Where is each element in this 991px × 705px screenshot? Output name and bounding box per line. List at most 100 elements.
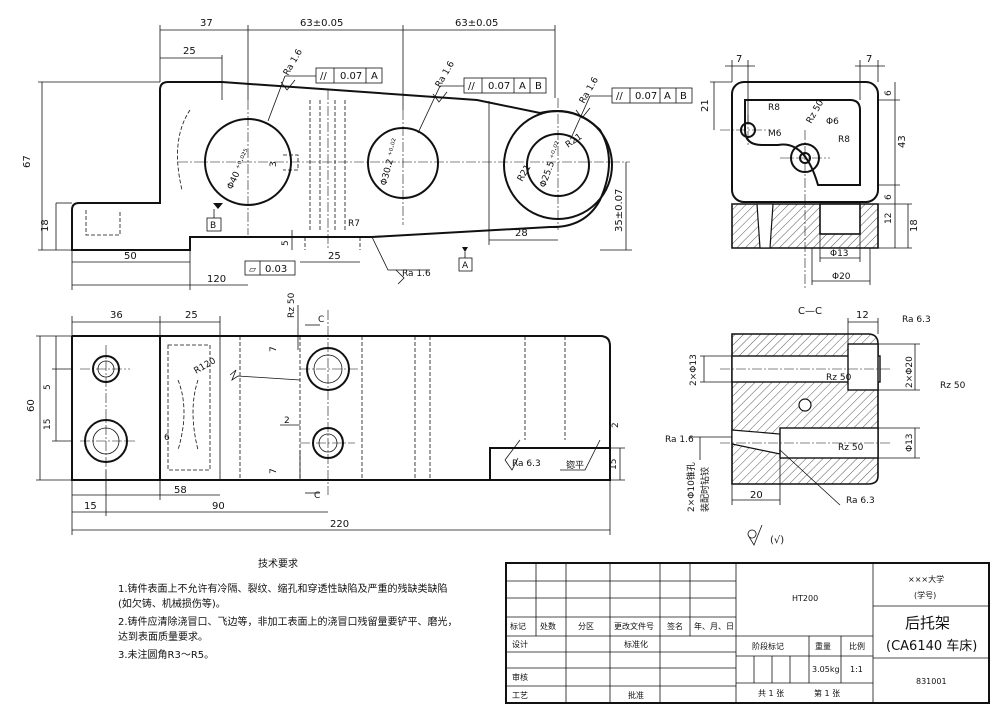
- tb-sheets: 共 1 张: [758, 689, 784, 698]
- ra-3: Ra 1.6: [578, 75, 601, 105]
- front-dim-lines: [38, 25, 632, 290]
- top-dim-lines: [36, 305, 625, 535]
- top-dim-2b: 2: [611, 422, 621, 428]
- top-dim-2: 2: [284, 416, 290, 426]
- top-dim-36: 36: [110, 310, 123, 321]
- svg-text:A: A: [664, 91, 671, 102]
- section-taper-note2: 装配时钻铰: [699, 467, 711, 512]
- tb-sheet-no: 第 1 张: [814, 688, 840, 698]
- ra-2: Ra 1.6: [434, 59, 457, 89]
- top-dim-7a: 7: [269, 346, 279, 352]
- technical-notes: 技术要求 1.铸件表面上不允许有冷隔、裂纹、缩孔和穿透性缺陷及严重的残缺类缺陷 …: [118, 557, 458, 661]
- dim-18: 18: [40, 219, 51, 232]
- side-dim-21: 21: [700, 99, 711, 112]
- tb-school: ×××大学: [908, 574, 944, 584]
- top-dim-25: 25: [185, 310, 198, 321]
- top-hidden-lines: [239, 336, 566, 480]
- top-rz50: Rz 50: [287, 292, 297, 318]
- tb-part-name: 后托架: [905, 614, 950, 632]
- tb-col-count: 处数: [540, 621, 556, 631]
- dim-63a: 63±0.05: [300, 18, 343, 29]
- tb-scale-val: 1:1: [850, 665, 863, 674]
- dim-5: 5: [281, 240, 291, 246]
- top-hidden-curves: [177, 379, 199, 451]
- tolerance-frame-1: // 0.07 A: [267, 67, 383, 122]
- side-m6: M6: [768, 129, 782, 139]
- general-roughness-symbol: [747, 524, 763, 546]
- tolerance-frame-3: // 0.07 A B: [571, 87, 693, 137]
- top-dim-90: 90: [212, 501, 225, 512]
- tb-drawing-no: 831001: [916, 677, 947, 686]
- note-line-2: (如欠铸、机械损伤等)。: [118, 597, 226, 610]
- svg-text:A: A: [462, 261, 469, 271]
- tb-school-sub: (学号): [914, 590, 936, 600]
- top-dim-6: 6: [164, 433, 170, 443]
- bore-label-3: Φ25.5 ⁺⁰·⁰²: [538, 140, 564, 189]
- note-line-3: 2.铸件应清除浇冒口、飞边等，非加工表面上的浇冒口残留量要铲平、磨光，: [118, 615, 458, 628]
- tb-weight-val: 3.05kg: [812, 665, 840, 674]
- section-ra63b: Ra 6.3: [846, 496, 875, 506]
- tb-check: 审核: [512, 672, 528, 682]
- front-view: 37 63±0.05 63±0.05 25 67 18 50 120 25 28…: [22, 18, 693, 290]
- datum-b: B: [206, 203, 223, 232]
- top-dim-220: 220: [330, 519, 349, 530]
- dim-37: 37: [200, 18, 213, 29]
- tolerance-frame-2: // 0.07 A B: [417, 77, 547, 134]
- svg-text://: //: [468, 81, 475, 92]
- tb-col-mark: 标记: [510, 621, 526, 631]
- surface-symbols: [280, 79, 591, 285]
- dim-25: 25: [183, 46, 196, 57]
- section-dim-12: 12: [856, 310, 869, 321]
- section-phi13: Φ13: [905, 433, 915, 452]
- dim-50: 50: [124, 251, 137, 262]
- svg-text:0.03: 0.03: [265, 264, 287, 275]
- side-view: 7 7 21 6 43 6 12 18 R8 M6 Rz 50 Φ6 R8 Φ1…: [700, 54, 920, 290]
- svg-text:A: A: [519, 81, 526, 92]
- tb-approve: 批准: [628, 690, 644, 700]
- dim-28: 28: [515, 228, 528, 239]
- tb-part-sub: (CA6140 车床): [886, 638, 977, 654]
- top-dim-60: 60: [26, 399, 37, 412]
- break-line: [229, 369, 301, 382]
- datum-a: A: [458, 247, 473, 272]
- radius-r7: R7: [348, 219, 360, 229]
- side-view-cavity: [744, 99, 861, 186]
- side-rz50: Rz 50: [805, 98, 826, 125]
- top-ra63: Ra 6.3: [512, 459, 541, 469]
- top-sect-c1: C: [318, 315, 324, 325]
- dim-67: 67: [22, 155, 33, 168]
- section-ra16: Ra 1.6: [665, 435, 694, 445]
- tb-design: 设计: [512, 639, 528, 649]
- section-dim-lines: [690, 318, 920, 506]
- tb-weight: 重量: [815, 641, 831, 651]
- tb-process: 工艺: [512, 691, 528, 700]
- ra-leader: [371, 236, 430, 271]
- side-dim-43: 43: [897, 135, 908, 148]
- top-dim-15c: 15: [84, 501, 97, 512]
- hidden-base: [304, 237, 361, 250]
- side-r8b: R8: [838, 135, 850, 145]
- flatness-frame: ▱ 0.03: [244, 260, 296, 276]
- general-roughness: (√): [770, 535, 784, 546]
- hidden-bores: [309, 100, 346, 230]
- svg-text:A: A: [371, 71, 378, 82]
- svg-text:B: B: [210, 221, 216, 231]
- dim-120: 120: [207, 274, 226, 285]
- ra-4: Ra 1.6: [402, 269, 431, 279]
- tb-scale: 比例: [849, 641, 865, 651]
- svg-text:▱: ▱: [249, 265, 256, 275]
- top-dim-15: 15: [43, 419, 53, 430]
- section-small-hole: [798, 398, 812, 412]
- notes-title: 技术要求: [258, 557, 298, 570]
- section-title: C—C: [798, 306, 822, 317]
- tb-standard: 标准化: [624, 639, 648, 649]
- top-sect-c2: C: [314, 491, 320, 501]
- top-dim-58: 58: [174, 485, 187, 496]
- section-rz50b: Rz 50: [940, 381, 966, 391]
- ra-1: Ra 1.6: [282, 47, 305, 77]
- section-2phi20: 2×Φ20: [905, 356, 915, 388]
- tb-col-date: 年、月、日: [694, 621, 734, 631]
- side-dim-7a: 7: [736, 54, 742, 65]
- side-r8a: R8: [768, 103, 780, 113]
